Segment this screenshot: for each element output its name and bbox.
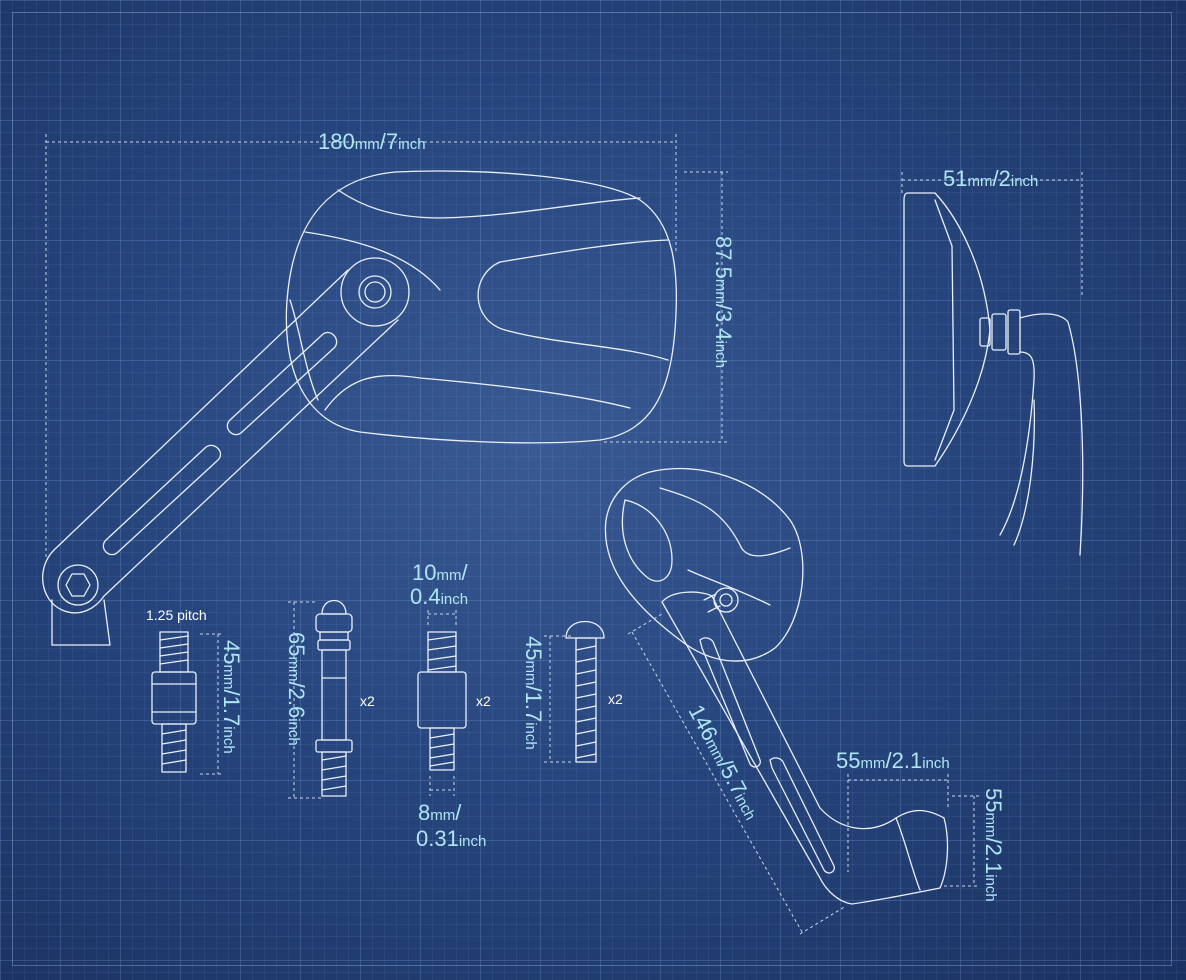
pitch-note: 1.25 pitch [146, 607, 207, 623]
qty-bolt: x2 [360, 693, 375, 709]
dim-mirror-width: 180mm/7inch [318, 129, 426, 154]
angled-head-face [621, 499, 673, 582]
side-arm-inner [999, 351, 1035, 536]
dim-bolt-length: 65mm/2.6inch [284, 632, 309, 746]
side-arm-inner-2 [1013, 399, 1035, 546]
dimension-lines [45, 134, 1083, 935]
adapter-hex-body [151, 671, 197, 725]
angled-contour-1 [659, 487, 791, 557]
mirror-contour-6 [289, 299, 319, 401]
side-joint-2 [991, 313, 1007, 351]
dim-mirror-height: 87.5mm/3.4inch [711, 236, 736, 368]
dim-adapter-length: 45mm/1.7inch [219, 640, 244, 754]
arm-slot-lower [102, 444, 222, 556]
arm-slot-upper [226, 331, 338, 436]
part-threaded-adapter [151, 631, 197, 773]
bolt-shaft [321, 649, 347, 741]
blueprint-frame [12, 12, 1172, 966]
pivot-outer [340, 257, 410, 327]
part-bolt [315, 599, 353, 797]
dim-nut-bottom-width: 8mm/ 0.31inch [416, 800, 486, 851]
dim-arm-length: 146mm/5.7inch [684, 701, 765, 824]
mirror-angled-view [604, 468, 949, 905]
screw-head [565, 620, 605, 639]
dim-nut-top-width: 10mm/ 0.4inch [410, 560, 472, 609]
mirror-contour-5 [324, 374, 631, 411]
angled-pivot-inner [719, 593, 733, 607]
side-mirror-rim [934, 199, 955, 461]
mirror-side-view [903, 192, 1084, 556]
arm-base-circle [57, 564, 99, 606]
mirror-contour-3 [499, 239, 669, 263]
angled-base-cap [895, 817, 921, 891]
bolt-dome [321, 599, 347, 615]
angled-contour-2 [687, 569, 771, 606]
adapter-thread-bottom [161, 723, 187, 773]
qty-screw: x2 [608, 691, 623, 707]
angled-slot-1 [699, 637, 761, 768]
side-mirror-face [903, 192, 991, 467]
dim-screw-length: 45mm/1.7inch [521, 636, 546, 750]
mirror-contour-1 [337, 189, 641, 219]
dim-base-height: 55mm/2.1inch [981, 788, 1006, 902]
mirror-contour-4 [477, 261, 669, 361]
side-arm-outer [1019, 313, 1084, 556]
qty-nut: x2 [476, 693, 491, 709]
mirror-contour-2 [304, 231, 441, 291]
side-joint-1 [979, 317, 991, 347]
side-joint-3 [1007, 309, 1021, 355]
angled-slot-2 [769, 757, 835, 874]
nut-body [417, 671, 467, 729]
part-coupling-nut [417, 631, 467, 771]
hex-socket-icon [65, 573, 91, 597]
mount-block [51, 599, 111, 646]
part-button-screw [565, 620, 605, 763]
arm-outline [42, 269, 399, 614]
dim-mirror-depth: 51mm/2inch [943, 166, 1038, 191]
pivot-mid [358, 275, 392, 309]
angled-joint [703, 593, 721, 613]
pivot-inner [364, 281, 386, 303]
dim-base-width: 55mm/2.1inch [836, 748, 950, 773]
angled-arm-outline [661, 591, 949, 905]
mirror-front-view [42, 170, 677, 646]
